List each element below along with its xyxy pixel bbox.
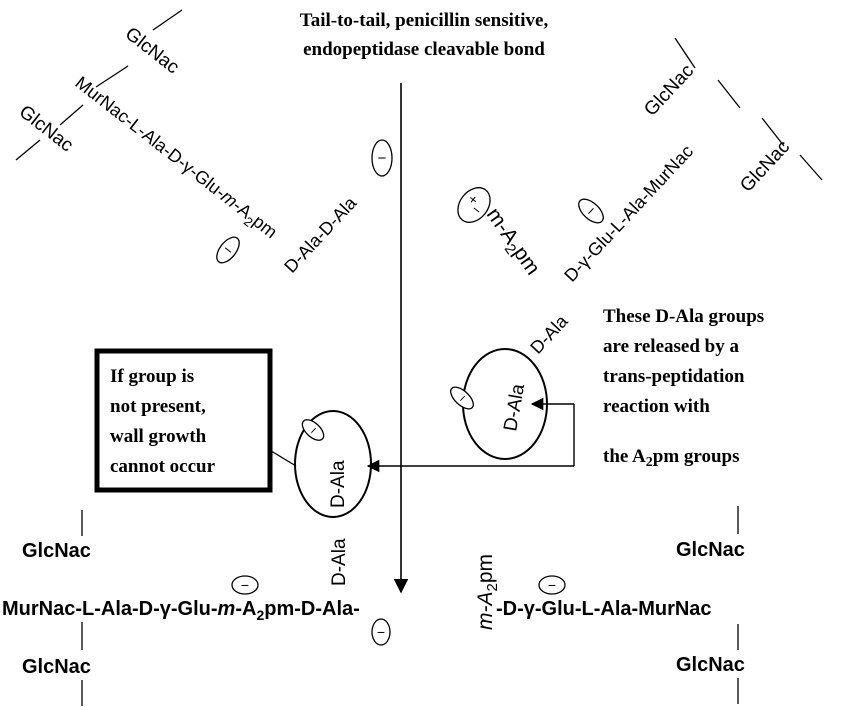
vertical-dala: D-Ala (329, 538, 350, 586)
box-line: cannot occur (110, 456, 216, 477)
peptide-chain-left: MurNac-L-Ala-D-γ-Glu-m-A2pm-D-Ala- (2, 598, 360, 623)
released-dala-ellipse: D-Ala − (450, 348, 548, 460)
charge-marker: − (578, 198, 604, 224)
charge-marker: − (450, 386, 474, 410)
svg-text:−: − (219, 241, 237, 260)
charge-marker: − (371, 139, 393, 177)
glycan-tick (799, 154, 823, 181)
charge-marker: − (301, 419, 325, 441)
svg-text:−: − (241, 577, 249, 593)
peptide-chain: MurNac-L-Ala-D-γ-Glu-m-A2pm (69, 72, 281, 245)
charge-marker: − (538, 575, 566, 595)
svg-text:D-Ala: D-Ala (500, 382, 529, 433)
svg-text:−: − (548, 577, 556, 593)
title-line-2: endopeptidase cleavable bond (303, 39, 545, 60)
annotation-line: reaction with (603, 396, 710, 417)
annotation-line: are released by a (603, 336, 739, 357)
box-line: wall growth (110, 426, 207, 447)
glycan-tick (152, 9, 183, 31)
annotation-line: These D-Ala groups (603, 306, 764, 327)
peptide-chain: D-γ-Glu-L-Ala-MurNac (560, 141, 697, 286)
glycan-tick (15, 139, 41, 161)
glcnac-label: GlcNac (121, 23, 183, 78)
glycan-tick (717, 79, 741, 109)
svg-text:−: − (378, 150, 387, 167)
charge-marker: − (371, 618, 391, 646)
box-line: not present, (110, 396, 206, 417)
svg-text:D-Ala: D-Ala (328, 460, 349, 508)
glcnac-label: GlcNac (15, 101, 77, 156)
glcnac-label: GlcNac (22, 540, 91, 562)
bottom-strand: GlcNac GlcNac GlcNac GlcNac MurNac-L-Ala… (2, 506, 745, 706)
vertical-m-a2pm: m-A2pm (474, 554, 501, 630)
glcnac-label: GlcNac (22, 656, 91, 678)
annotation-line: trans-peptidation (603, 366, 745, 387)
annotation-release: These D-Ala groups are released by a tra… (603, 306, 764, 470)
svg-text:−: − (582, 202, 601, 220)
peptide-chain-right: -D-γ-Glu-L-Ala-MurNac (496, 598, 712, 620)
charge-marker: − (231, 575, 259, 595)
glcnac-label: GlcNac (676, 654, 745, 676)
side-chain-dala-dala: D-Ala-D-Ala (280, 192, 361, 277)
glcnac-label: GlcNac (676, 539, 745, 561)
title-line-1: Tail-to-tail, penicillin sensitive, (300, 10, 549, 31)
box-line: If group is (110, 366, 194, 387)
annotation-box: If group is not present, wall growth can… (94, 348, 273, 493)
m-a2pm-label: m-A2pm (479, 204, 545, 282)
glcnac-label: GlcNac (736, 137, 794, 197)
side-chain-dala: D-Ala (526, 310, 572, 357)
glycan-tick (761, 117, 785, 147)
glycan-tick (674, 37, 696, 69)
glycan-tick (95, 65, 129, 88)
annotation-line: the A2pm groups (603, 446, 740, 470)
svg-text:−: − (377, 624, 385, 640)
charge-marker: − (216, 236, 240, 264)
glycan-tick (59, 104, 84, 126)
middle-dala-ellipse: D-Ala − (294, 410, 372, 518)
glcnac-label: GlcNac (640, 61, 698, 121)
